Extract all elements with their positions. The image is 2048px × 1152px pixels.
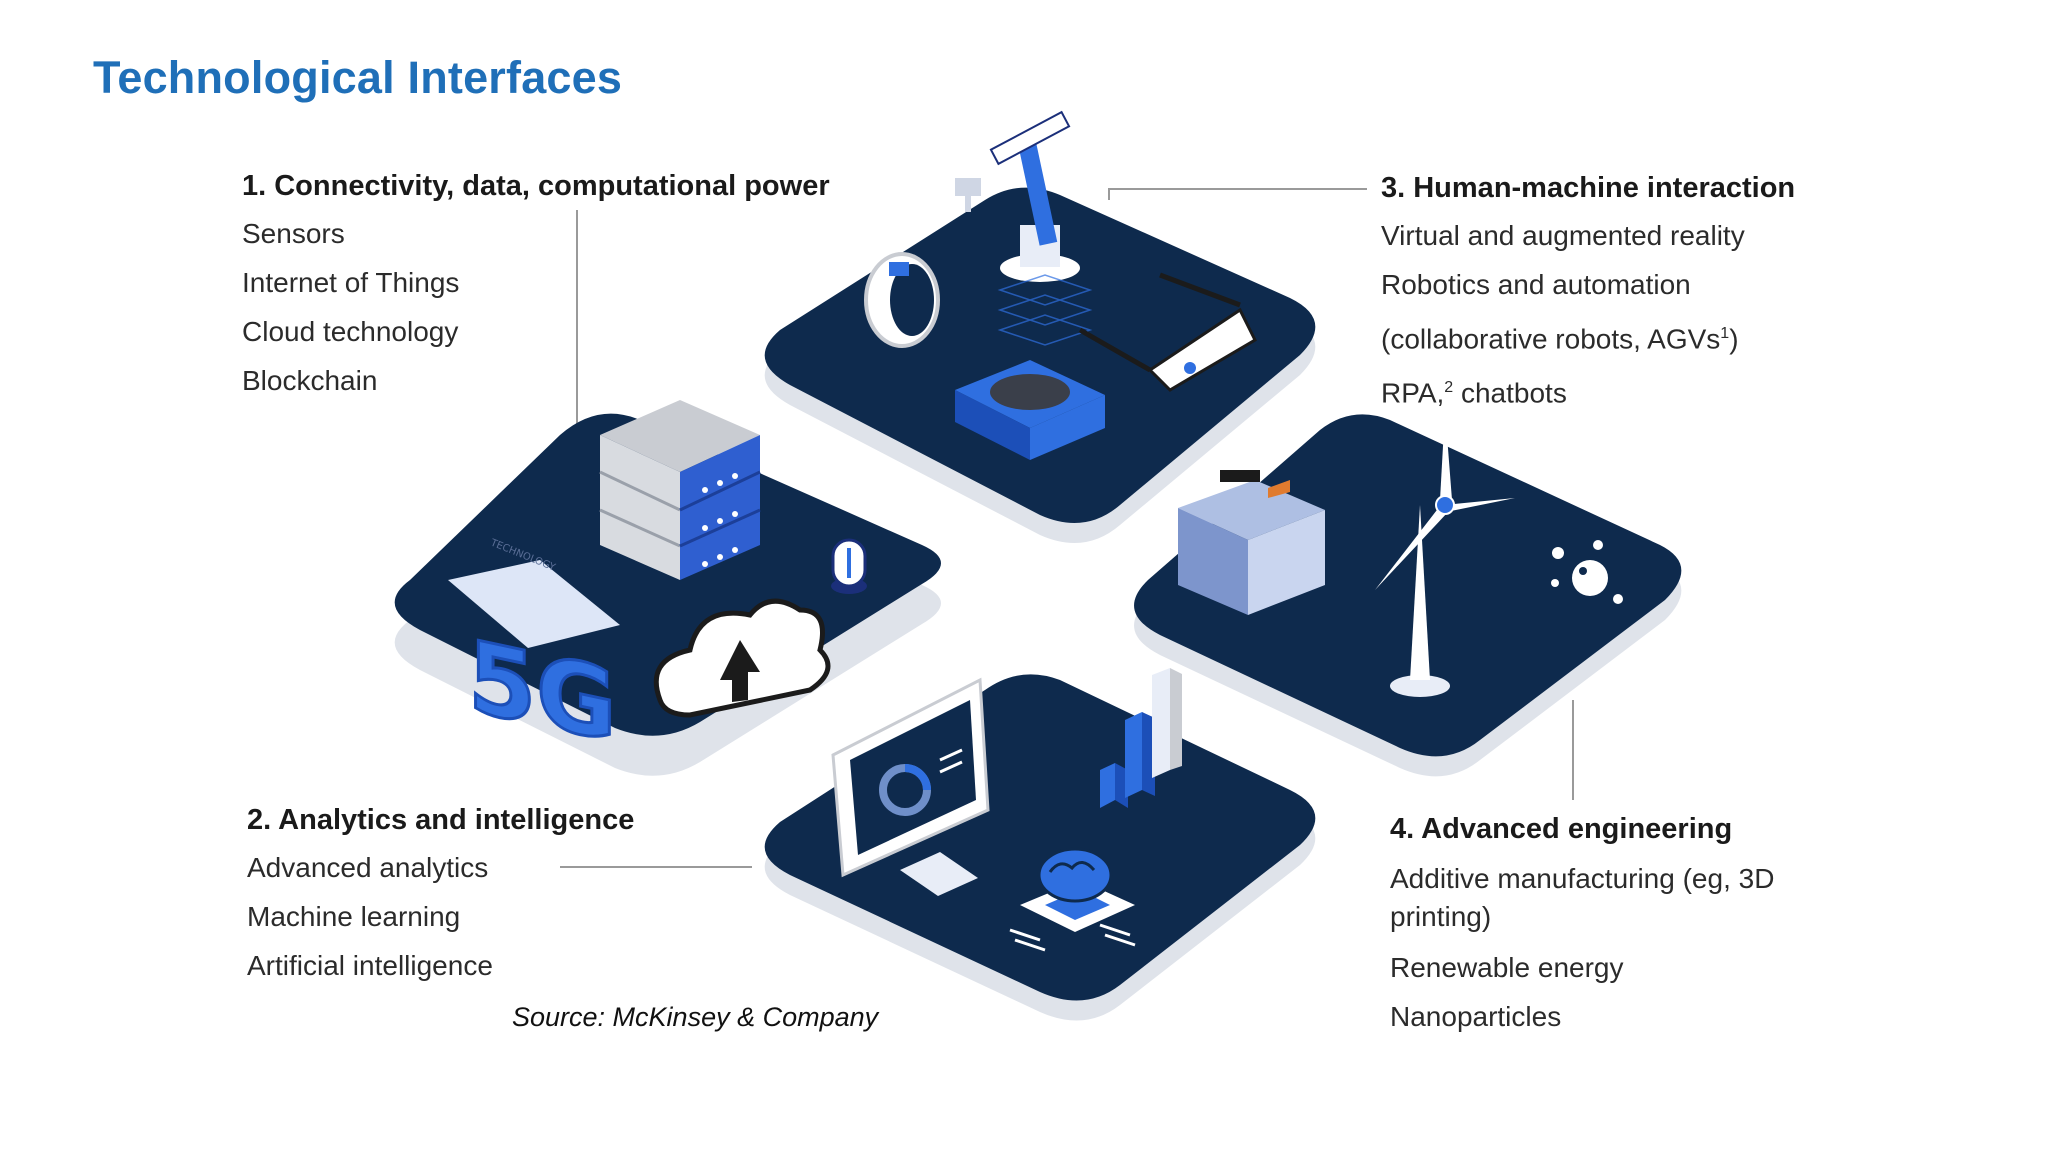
list-item-text: (collaborative robots, AGVs (1381, 323, 1721, 355)
list-item: Advanced analytics (247, 852, 489, 883)
section-heading: 1. Connectivity, data, computational pow… (242, 170, 830, 202)
server-rack-icon (599, 400, 761, 580)
tile-human-machine (764, 110, 1316, 543)
list-item: Nanoparticles (1390, 1001, 1562, 1032)
robot-arm-icon (955, 110, 1093, 346)
footnote-marker: 1 (1720, 325, 1730, 342)
section-advanced-engineering: 4. Advanced engineering Additive manufac… (1390, 813, 1840, 1049)
list-item-text: Virtual and augmented reality (1381, 220, 1745, 251)
footnote-marker: 2 (1444, 379, 1454, 397)
section-heading: 4. Advanced engineering (1390, 813, 1733, 845)
fiveg-text: 5G (468, 619, 617, 764)
list-item: Additive manufacturing (eg, 3D printing) (1390, 863, 1775, 932)
3d-printer-icon (1178, 470, 1325, 615)
list-item-suffix: ) (1729, 323, 1739, 355)
list-item: Artificial intelligence (247, 950, 493, 981)
list-item: Internet of Things (242, 267, 460, 298)
section-connectivity: 1. Connectivity, data, computational pow… (242, 170, 830, 413)
nanoparticles-icon (1551, 540, 1623, 604)
cloud-upload-icon (653, 598, 831, 718)
agv-icon (955, 360, 1105, 460)
list-item-suffix: chatbots (1453, 377, 1567, 409)
section-analytics: 2. Analytics and intelligence Advanced a… (247, 804, 634, 998)
list-item: Machine learning (247, 901, 461, 932)
list-item: Sensors (242, 218, 345, 249)
list-item-text: RPA, (1381, 377, 1445, 409)
connector-line-3 (1108, 188, 1367, 200)
page-title: Technological Interfaces (93, 52, 623, 103)
tile-advanced-engineering (1134, 410, 1682, 777)
list-item: Robotics and automation (1381, 268, 1901, 302)
list-item: (collaborative robots, AGVs1) (1381, 317, 1901, 356)
list-item: RPA,2 chatbots (1381, 371, 1901, 410)
smart-ring-icon (864, 252, 940, 348)
bar-chart-icon (1100, 668, 1182, 808)
tile-connectivity: 5G TECHNOLOGY (394, 400, 941, 776)
connector-lines (560, 188, 1574, 868)
ar-glasses-icon (1078, 272, 1257, 392)
list-item: Virtual and augmented reality (1381, 219, 1901, 253)
wind-turbine-icon (1375, 410, 1515, 697)
fiveg-icon: 5G TECHNOLOGY (448, 537, 620, 766)
brain-chip-icon (1009, 847, 1136, 952)
tile-analytics (764, 668, 1316, 1021)
sensor-icon (831, 538, 867, 594)
section-human-machine: 3. Human-machine interaction Virtual and… (1381, 172, 1901, 426)
section-heading: 3. Human-machine interaction (1381, 172, 1796, 204)
source-caption: Source: McKinsey & Company (512, 1002, 879, 1032)
list-item: Cloud technology (242, 316, 459, 347)
list-item: Renewable energy (1390, 952, 1624, 983)
list-item-text: Robotics and automation (1381, 269, 1691, 300)
list-item: Blockchain (242, 365, 378, 396)
section-heading: 2. Analytics and intelligence (247, 804, 635, 836)
monitor-dashboard-icon (831, 677, 990, 896)
